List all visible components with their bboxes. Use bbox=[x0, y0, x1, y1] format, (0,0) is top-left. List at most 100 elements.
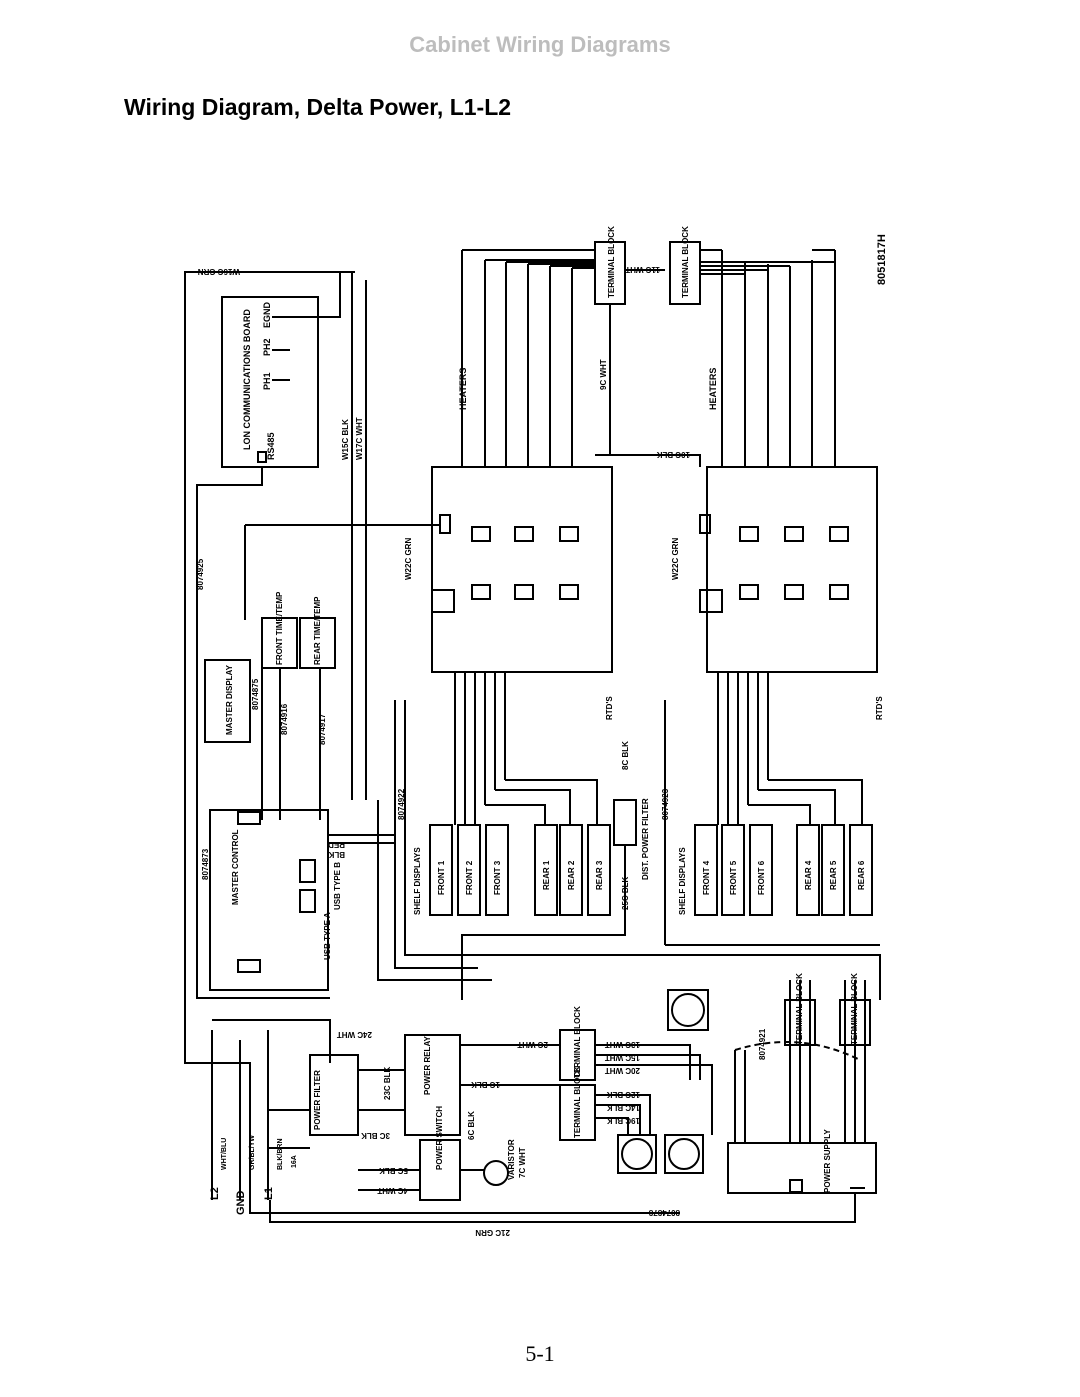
relay-board-upper bbox=[431, 466, 613, 673]
page-number: 5-1 bbox=[525, 1341, 555, 1366]
fan-top bbox=[667, 989, 709, 1031]
wire-9c: 9C WHT bbox=[599, 359, 608, 390]
master-control-blk: BLK bbox=[328, 850, 345, 859]
cable-8074873: 8074873 bbox=[201, 848, 210, 880]
lon-board-title: LON COMMUNICATIONS BOARD bbox=[242, 309, 252, 450]
shelf-rear-5-label: REAR 5 bbox=[829, 860, 838, 890]
shelf-rear-6-label: REAR 6 bbox=[857, 860, 866, 890]
dist-power-filter-label: DIST. POWER FILTER bbox=[641, 798, 650, 880]
shelf-rear-3 bbox=[587, 824, 611, 916]
shelf-displays-upper: SHELF DISPLAYS bbox=[413, 847, 422, 915]
shelf-rear-2-label: REAR 2 bbox=[567, 860, 576, 890]
shelf-rear-3-label: REAR 3 bbox=[595, 860, 604, 890]
power-relay-label: POWER RELAY bbox=[423, 1036, 432, 1095]
wire-5c: 5C BLK bbox=[379, 1166, 408, 1175]
cable-8074921: 8074921 bbox=[758, 1028, 767, 1060]
shelf-front-4-label: FRONT 4 bbox=[702, 860, 711, 895]
supply-l1: L1 bbox=[263, 1187, 275, 1200]
shelf-rear-5 bbox=[821, 824, 845, 916]
shelf-front-2 bbox=[457, 824, 481, 916]
power-filter-label: POWER FILTER bbox=[313, 1070, 322, 1130]
wire-20c: 20C WHT bbox=[605, 1066, 640, 1075]
lon-rs485: RS485 bbox=[266, 432, 276, 460]
ground-wire-upper: W22C GRN bbox=[404, 538, 413, 580]
shelf-rear-1-label: REAR 1 bbox=[542, 860, 551, 890]
front-time-temp-label: FRONT TIME/TEMP bbox=[275, 591, 284, 665]
wire-11c: 11C WHT bbox=[625, 265, 660, 274]
power-supply-label: POWER SUPPLY bbox=[823, 1129, 832, 1193]
wire-15c: 15C WHT bbox=[605, 1053, 640, 1062]
wire-7c: 7C WHT bbox=[518, 1147, 527, 1178]
fan-right bbox=[664, 1134, 704, 1174]
lon-ph2: PH2 bbox=[262, 338, 272, 356]
mid-terminal-block-2 bbox=[559, 1084, 596, 1141]
shelf-front-2-label: FRONT 2 bbox=[465, 860, 474, 895]
wire-25c: 25C BLK bbox=[621, 876, 630, 910]
supply-wire-l2: WHT/BLU bbox=[221, 1138, 228, 1170]
diagram-title: Wiring Diagram, Delta Power, L1-L2 bbox=[124, 94, 512, 120]
wire-19c: 19C BLK bbox=[606, 1116, 640, 1125]
terminal-block-lower-label: TERMINAL BLOCK bbox=[681, 226, 690, 298]
cable-8074916: 8074916 bbox=[280, 703, 289, 735]
ps-terminal-block-1 bbox=[784, 999, 816, 1046]
master-display-label: MASTER DISPLAY bbox=[225, 664, 234, 735]
master-control-usb-a: USB TYPE A bbox=[323, 912, 332, 960]
shelf-front-1 bbox=[429, 824, 453, 916]
master-display-box bbox=[204, 659, 251, 743]
shelf-rear-6 bbox=[849, 824, 873, 916]
shelf-front-5-label: FRONT 5 bbox=[729, 860, 738, 895]
terminal-block-ps-2: TERMINAL BLOCK bbox=[850, 973, 859, 1045]
breaker-label: 16A bbox=[291, 1155, 298, 1168]
wire-13c: 13C WHT bbox=[605, 1040, 640, 1049]
wire-14c: 14C BLK bbox=[606, 1103, 640, 1112]
cable-8074925: 8074925 bbox=[196, 558, 205, 590]
supply-l2: L2 bbox=[209, 1187, 221, 1200]
shelf-front-4 bbox=[694, 824, 718, 916]
rear-time-temp-box bbox=[299, 617, 336, 669]
relay-board-lower bbox=[706, 466, 878, 673]
cable-8074923: 8074923 bbox=[661, 788, 670, 820]
wire-3c: 3C BLK bbox=[361, 1131, 390, 1140]
terminal-block-mid-1: TERMINAL BLOCK bbox=[573, 1006, 582, 1078]
shelf-front-3-label: FRONT 3 bbox=[493, 860, 502, 895]
shelf-rear-1 bbox=[534, 824, 558, 916]
wire-12c: 12C BLK bbox=[606, 1090, 640, 1099]
shelf-rear-2 bbox=[559, 824, 583, 916]
supply-wire-gnd: GR/BL/YW bbox=[249, 1135, 256, 1170]
master-control-usb-b: USB TYPE B bbox=[333, 862, 342, 910]
section-header: Cabinet Wiring Diagrams bbox=[409, 32, 671, 57]
shelf-displays-lower: SHELF DISPLAYS bbox=[678, 847, 687, 915]
wire-10c: 10C BLK bbox=[656, 450, 690, 459]
wire-2c: 2C WHT bbox=[517, 1040, 548, 1049]
varistor bbox=[483, 1160, 509, 1186]
terminal-block-mid-2: TERMINAL BLOCK bbox=[573, 1066, 582, 1138]
shelf-front-6 bbox=[749, 824, 773, 916]
shelf-front-3 bbox=[485, 824, 509, 916]
cable-8074878: 8074878 bbox=[648, 1208, 680, 1217]
master-control-title: MASTER CONTROL bbox=[231, 829, 240, 905]
terminal-block-upper-label: TERMINAL BLOCK bbox=[607, 226, 616, 298]
power-relay bbox=[404, 1034, 461, 1136]
lon-ph1: PH1 bbox=[262, 372, 272, 390]
ps-terminal-block-2 bbox=[839, 999, 871, 1046]
lon-board-outline bbox=[221, 296, 319, 468]
rtd-label-lower: RTD'S bbox=[875, 696, 884, 720]
varistor-label: VARISTOR bbox=[507, 1139, 516, 1180]
shelf-rear-4-label: REAR 4 bbox=[804, 860, 813, 890]
terminal-block-ps-1: TERMINAL BLOCK bbox=[795, 973, 804, 1045]
wire-8c: 8C BLK bbox=[621, 741, 630, 770]
shelf-front-1-label: FRONT 1 bbox=[437, 860, 446, 895]
shelf-rear-4 bbox=[796, 824, 820, 916]
power-filter bbox=[309, 1054, 359, 1136]
fan-left bbox=[617, 1134, 657, 1174]
heaters-label-upper: HEATERS bbox=[458, 368, 468, 410]
shelf-front-6-label: FRONT 6 bbox=[757, 860, 766, 895]
wire-23c: 23C BLK bbox=[383, 1066, 392, 1100]
wire-w15c: W15C BLK bbox=[341, 419, 350, 460]
supply-gnd: GND bbox=[235, 1191, 247, 1216]
cable-8074922: 8074922 bbox=[397, 788, 406, 820]
cable-8074917: 8074917 bbox=[318, 713, 327, 745]
dist-power-filter bbox=[613, 799, 637, 846]
shelf-front-5 bbox=[721, 824, 745, 916]
